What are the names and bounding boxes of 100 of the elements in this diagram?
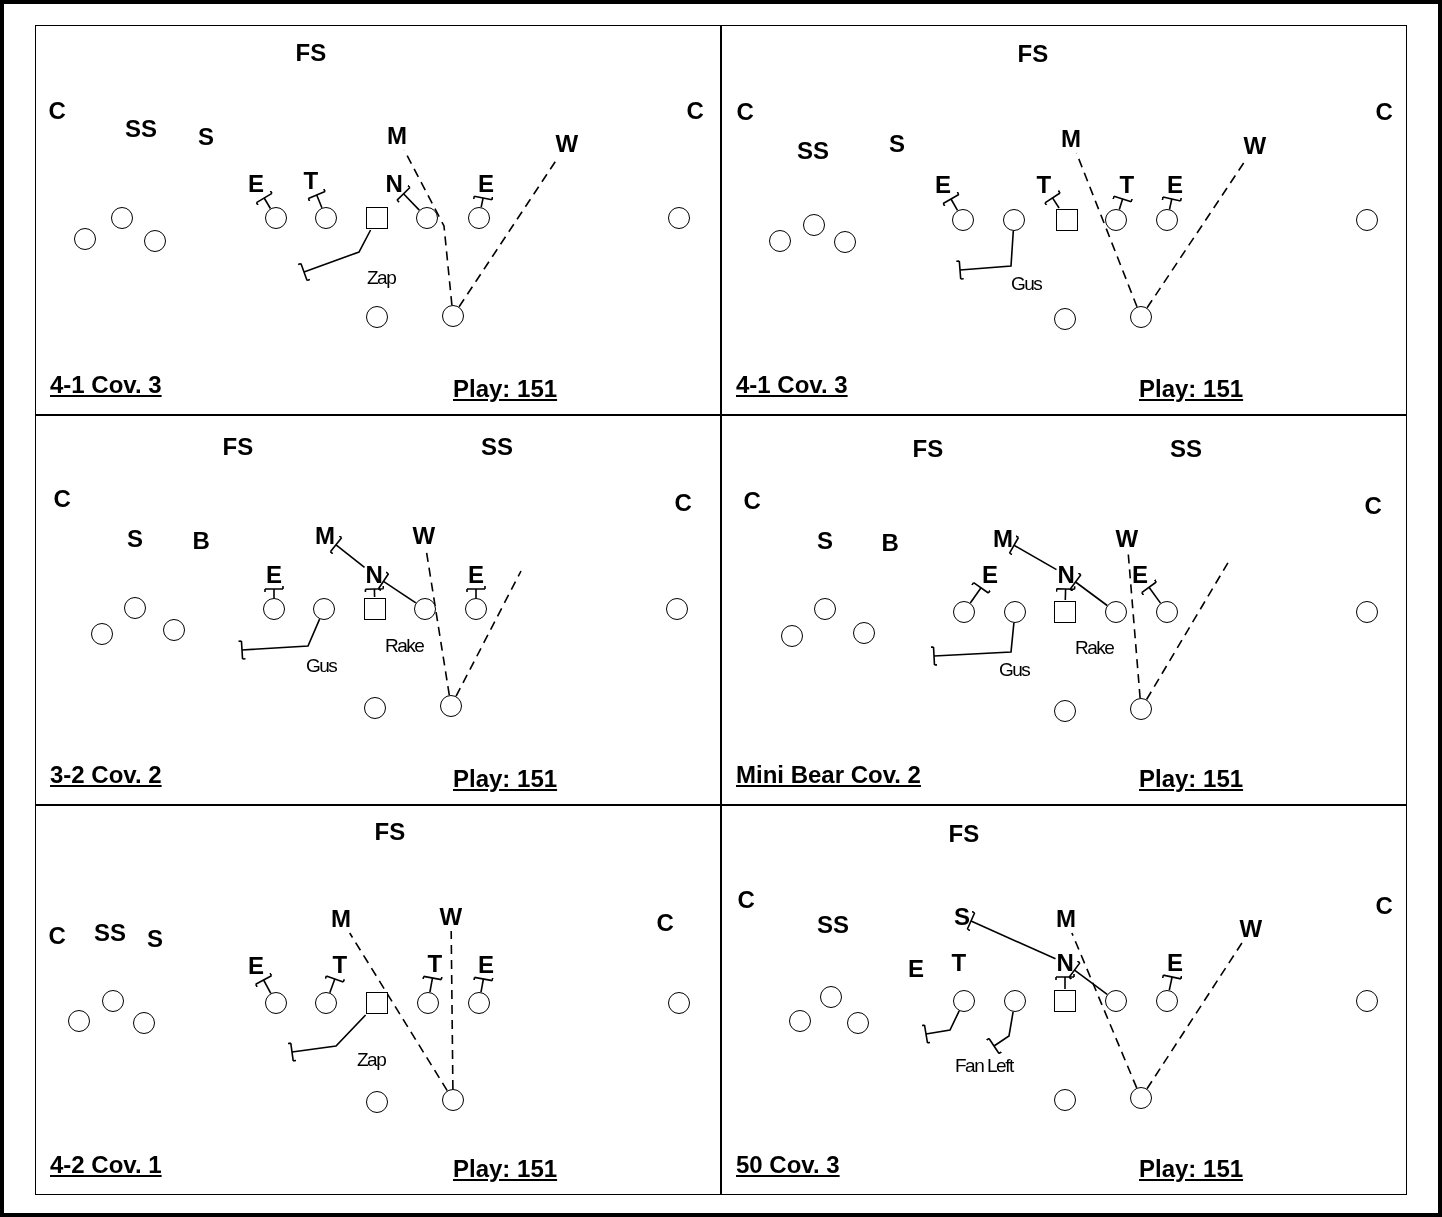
play-call-label: Gus	[306, 655, 337, 677]
diagram-panel	[721, 25, 1407, 415]
player-circle	[263, 598, 285, 620]
defender-letter: E	[908, 956, 924, 982]
coverage-title: 3-2 Cov. 2	[50, 761, 162, 789]
player-circle	[144, 230, 166, 252]
defender-letter: W	[439, 904, 463, 930]
block-line	[255, 190, 273, 210]
player-circle	[952, 209, 974, 231]
play-label: Play: 151	[453, 1155, 558, 1183]
read-line	[1071, 932, 1138, 1089]
block-line	[1008, 535, 1058, 571]
defender-letter: M	[331, 906, 351, 932]
player-circle	[1003, 209, 1025, 231]
defender-letter: E	[1167, 950, 1183, 976]
player-circle	[1130, 698, 1152, 720]
diagram-panel	[721, 805, 1407, 1195]
block-line	[329, 535, 366, 569]
defender-letter: E	[935, 172, 951, 198]
defender-letter: FS	[222, 434, 254, 460]
block-line	[422, 975, 443, 993]
diagram-panel	[35, 805, 721, 1195]
block-line	[1161, 196, 1183, 211]
player-circle	[1156, 209, 1178, 231]
defender-letter: T	[303, 168, 319, 194]
player-circle	[1004, 990, 1026, 1012]
defender-letter: C	[736, 99, 754, 125]
center-square	[366, 992, 388, 1014]
player-circle	[1054, 308, 1076, 330]
defender-letter: N	[1056, 950, 1074, 976]
player-circle	[820, 986, 842, 1008]
player-circle	[124, 597, 146, 619]
defender-letter: S	[954, 904, 970, 930]
player-circle	[847, 1012, 869, 1034]
defender-letter: S	[147, 926, 163, 952]
block-line	[1068, 960, 1108, 996]
defender-letter: M	[1061, 126, 1081, 152]
defender-letter: FS	[912, 436, 944, 462]
block-line	[254, 972, 273, 995]
defender-letter: E	[1167, 172, 1183, 198]
player-circle	[953, 990, 975, 1012]
player-circle	[315, 207, 337, 229]
diagram-panel	[721, 415, 1407, 805]
block-line	[287, 1014, 367, 1062]
defender-letter: SS	[125, 116, 157, 142]
player-circle	[769, 230, 791, 252]
player-circle	[468, 207, 490, 229]
center-square	[1054, 990, 1076, 1012]
player-circle	[417, 992, 439, 1014]
block-line	[377, 571, 417, 604]
player-circle	[814, 598, 836, 620]
read-line	[455, 570, 522, 697]
defender-letter: E	[266, 562, 282, 588]
defender-letter: N	[385, 171, 403, 197]
defender-letter: W	[1239, 916, 1263, 942]
defender-letter: W	[555, 131, 579, 157]
read-line	[1146, 942, 1243, 1090]
block-line	[942, 191, 960, 212]
defender-letter: SS	[817, 912, 849, 938]
player-circle	[91, 623, 113, 645]
block-line	[1140, 578, 1162, 604]
read-line	[1127, 552, 1141, 699]
read-line	[1145, 560, 1230, 701]
player-circle	[416, 207, 438, 229]
defender-letter: C	[53, 486, 71, 512]
defender-letter: B	[192, 528, 210, 554]
player-circle	[366, 1091, 388, 1113]
player-circle	[364, 697, 386, 719]
player-circle	[1130, 306, 1152, 328]
play-label: Play: 151	[1139, 375, 1244, 403]
defender-letter: FS	[374, 819, 406, 845]
defender-letter: C	[48, 923, 66, 949]
defender-letter: T	[1036, 172, 1052, 198]
defender-letter: T	[1119, 172, 1135, 198]
defender-letter: W	[1115, 526, 1139, 552]
coverage-title: 4-2 Cov. 1	[50, 1151, 162, 1179]
block-line	[364, 585, 385, 598]
block-line	[473, 976, 494, 993]
defender-letter: W	[412, 523, 436, 549]
block-line	[396, 184, 421, 211]
defender-letter: C	[1375, 893, 1393, 919]
defender-letter: SS	[94, 920, 126, 946]
block-line	[1069, 572, 1108, 607]
defender-letter: E	[478, 952, 494, 978]
defender-letter: C	[1375, 99, 1393, 125]
diagram-panel	[35, 25, 721, 415]
player-circle	[803, 214, 825, 236]
play-label: Play: 151	[1139, 765, 1244, 793]
player-circle	[781, 625, 803, 647]
player-circle	[163, 619, 185, 641]
player-circle	[440, 695, 462, 717]
player-circle	[315, 992, 337, 1014]
block-line	[1161, 974, 1183, 991]
block-line	[237, 618, 321, 660]
block-line	[307, 188, 326, 209]
player-circle	[465, 598, 487, 620]
block-line	[955, 230, 1015, 280]
coverage-title: Mini Bear Cov. 2	[736, 761, 921, 789]
player-circle	[68, 1010, 90, 1032]
player-circle	[102, 990, 124, 1012]
